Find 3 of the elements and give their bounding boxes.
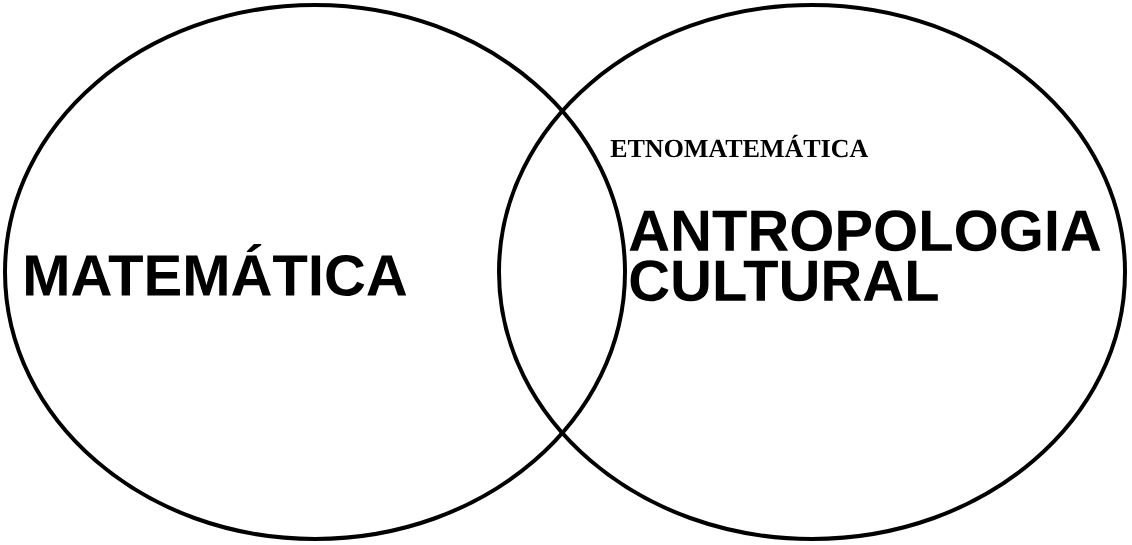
circle-label: MATEMÁTICA [26,244,407,296]
overlap-label: ETNOMATEMÁTICA [610,134,869,158]
circle-label: ANTROPOLOGIA CULTURAL [629,210,1101,302]
